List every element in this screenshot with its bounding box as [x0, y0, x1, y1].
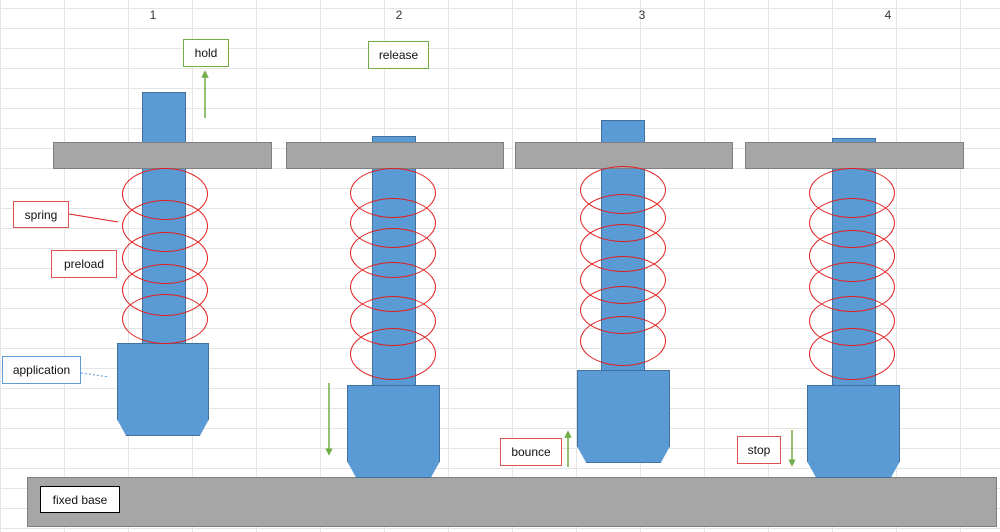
- spring-label: spring: [13, 201, 69, 228]
- application-label: application: [2, 356, 81, 384]
- spring-leader-line: [68, 213, 119, 223]
- application-leader-line: [80, 372, 110, 378]
- spring-coil: [580, 316, 666, 366]
- release-label: release: [368, 41, 429, 69]
- column-header-4: 4: [884, 8, 892, 22]
- fixed-base-label: fixed base: [40, 486, 120, 513]
- column-header-1: 1: [149, 8, 157, 22]
- stage-1-rod-top: [142, 92, 186, 144]
- preload-label: preload: [51, 250, 117, 278]
- hold-label: hold: [183, 39, 229, 67]
- column-header-2: 2: [395, 8, 403, 22]
- spring-coil: [350, 328, 436, 380]
- spring-coil: [122, 294, 208, 344]
- stage-2-head: [347, 385, 440, 478]
- stop-label: stop: [737, 436, 781, 464]
- stage-4-head: [807, 385, 900, 478]
- bounce-label: bounce: [500, 438, 562, 466]
- spring-coil: [809, 328, 895, 380]
- stage-3-head: [577, 370, 670, 463]
- stage-1-plate: [53, 142, 272, 169]
- fixed-base: [27, 477, 997, 527]
- column-header-3: 3: [638, 8, 646, 22]
